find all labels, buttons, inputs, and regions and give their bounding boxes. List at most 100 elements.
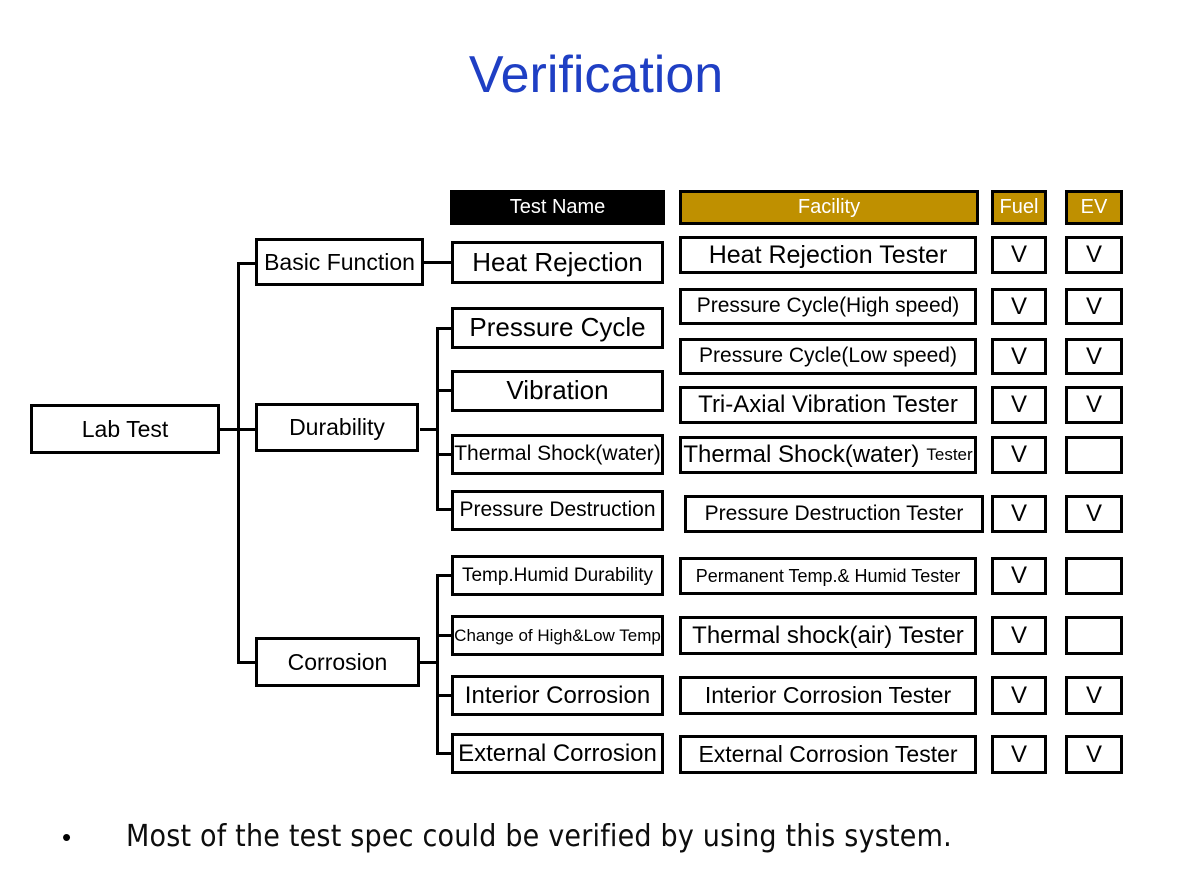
test-name-box[interactable]: Interior Corrosion: [451, 675, 664, 716]
test-name-label: Pressure Destruction: [459, 498, 656, 522]
fuel-cell[interactable]: V: [991, 386, 1047, 424]
tree-root-lab-test[interactable]: Lab Test: [30, 404, 220, 454]
fuel-cell[interactable]: V: [991, 288, 1047, 325]
facility-box[interactable]: Heat Rejection Tester: [679, 236, 977, 274]
facility-box[interactable]: External Corrosion Tester: [679, 735, 977, 774]
facility-box[interactable]: Thermal Shock(water) Tester: [679, 436, 977, 474]
ev-mark: V: [1085, 740, 1102, 768]
test-name-label: Vibration: [506, 375, 609, 406]
fuel-cell[interactable]: V: [991, 616, 1047, 655]
ev-cell[interactable]: [1065, 436, 1123, 474]
tree-line-corrosion-to-interior-corrosion: [436, 694, 454, 697]
test-name-box[interactable]: Pressure Cycle: [451, 307, 664, 349]
fuel-cell[interactable]: V: [991, 676, 1047, 715]
tree-line-to-corrosion: [237, 661, 259, 664]
fuel-mark: V: [1010, 441, 1027, 469]
ev-cell[interactable]: V: [1065, 735, 1123, 774]
fuel-mark: V: [1010, 621, 1027, 649]
fuel-cell[interactable]: V: [991, 338, 1047, 375]
facility-label: External Corrosion Tester: [698, 741, 958, 768]
tree-line-to-durability: [237, 428, 259, 431]
tree-line-durability-to-vibration: [436, 389, 454, 392]
fuel-mark: V: [1010, 562, 1027, 590]
test-name-label: Pressure Cycle: [469, 312, 646, 343]
fuel-mark: V: [1010, 391, 1027, 419]
fuel-mark: V: [1010, 500, 1027, 528]
ev-cell[interactable]: V: [1065, 676, 1123, 715]
fuel-cell[interactable]: V: [991, 495, 1047, 533]
test-name-label: Interior Corrosion: [464, 681, 651, 709]
facility-label: Interior Corrosion Tester: [704, 682, 952, 709]
tree-category-label: Basic Function: [264, 248, 415, 275]
column-header-label: EV: [1080, 196, 1108, 218]
test-name-label: Change of High&Low Temp: [454, 625, 661, 645]
test-name-label: External Corrosion: [458, 739, 657, 767]
facility-box[interactable]: Tri-Axial Vibration Tester: [679, 386, 977, 424]
column-header-label: Fuel: [999, 196, 1039, 218]
tree-line-durability-to-pressure-cycle: [436, 327, 454, 330]
facility-label: Heat Rejection Tester: [708, 240, 948, 269]
tree-root-label: Lab Test: [81, 415, 169, 442]
column-header-test-name: Test Name: [450, 190, 665, 225]
fuel-cell[interactable]: V: [991, 436, 1047, 474]
column-header-ev: EV: [1065, 190, 1123, 225]
page-title: Verification: [468, 46, 724, 104]
ev-cell[interactable]: V: [1065, 288, 1123, 325]
tree-category-corrosion[interactable]: Corrosion: [255, 637, 420, 687]
column-header-facility: Facility: [679, 190, 979, 225]
test-name-label: Heat Rejection: [472, 246, 643, 277]
tree-line-basic-to-heat-rejection: [423, 261, 453, 264]
facility-label: Tri-Axial Vibration Tester: [698, 391, 958, 419]
tree-line-durability-spine: [436, 327, 439, 511]
facility-box[interactable]: Pressure Destruction Tester: [684, 495, 984, 533]
ev-cell[interactable]: V: [1065, 236, 1123, 274]
facility-label-suffix: Tester: [926, 445, 973, 465]
test-name-box[interactable]: External Corrosion: [451, 733, 664, 774]
fuel-mark: V: [1010, 681, 1027, 709]
tree-line-corrosion-spine: [436, 574, 439, 753]
tree-line-corrosion-to-temp-humid: [436, 574, 454, 577]
tree-category-basic-function[interactable]: Basic Function: [255, 238, 424, 286]
facility-label: Pressure Destruction Tester: [704, 501, 964, 525]
tree-category-durability[interactable]: Durability: [255, 403, 419, 452]
test-name-box[interactable]: Thermal Shock(water): [451, 434, 664, 475]
fuel-mark: V: [1010, 241, 1027, 269]
ev-cell[interactable]: V: [1065, 338, 1123, 375]
fuel-mark: V: [1010, 342, 1027, 370]
facility-box[interactable]: Pressure Cycle(High speed): [679, 288, 977, 325]
test-name-box[interactable]: Vibration: [451, 370, 664, 412]
facility-label: Pressure Cycle(High speed): [696, 294, 960, 318]
column-header-label: Test Name: [509, 196, 606, 218]
test-name-box[interactable]: Temp.Humid Durability: [451, 555, 664, 596]
fuel-cell[interactable]: V: [991, 735, 1047, 774]
facility-box[interactable]: Permanent Temp.& Humid Tester: [679, 557, 977, 595]
tree-line-durability-to-thermal-shock-water: [436, 453, 454, 456]
ev-mark: V: [1085, 241, 1102, 269]
test-name-label: Temp.Humid Durability: [461, 564, 654, 586]
column-header-fuel: Fuel: [991, 190, 1047, 225]
test-name-box[interactable]: Change of High&Low Temp: [451, 615, 664, 656]
tree-line-main-trunk: [237, 262, 240, 664]
fuel-cell[interactable]: V: [991, 236, 1047, 274]
test-name-box[interactable]: Pressure Destruction: [451, 490, 664, 531]
fuel-mark: V: [1010, 292, 1027, 320]
ev-cell[interactable]: V: [1065, 386, 1123, 424]
test-name-box[interactable]: Heat Rejection: [451, 241, 664, 284]
ev-cell[interactable]: [1065, 616, 1123, 655]
ev-mark: V: [1085, 342, 1102, 370]
tree-line-corrosion-to-external-corrosion: [436, 752, 454, 755]
ev-mark: V: [1085, 681, 1102, 709]
facility-box[interactable]: Thermal shock(air) Tester: [679, 616, 977, 655]
tree-line-to-basic-function: [237, 262, 259, 265]
fuel-mark: V: [1010, 740, 1027, 768]
ev-cell[interactable]: [1065, 557, 1123, 595]
bullet-marker: •: [62, 822, 72, 852]
facility-box[interactable]: Interior Corrosion Tester: [679, 676, 977, 715]
footer-bullet-text: Most of the test spec could be verified …: [126, 819, 952, 854]
ev-mark: V: [1085, 292, 1102, 320]
ev-cell[interactable]: V: [1065, 495, 1123, 533]
fuel-cell[interactable]: V: [991, 557, 1047, 595]
facility-box[interactable]: Pressure Cycle(Low speed): [679, 338, 977, 375]
column-header-label: Facility: [797, 196, 861, 218]
